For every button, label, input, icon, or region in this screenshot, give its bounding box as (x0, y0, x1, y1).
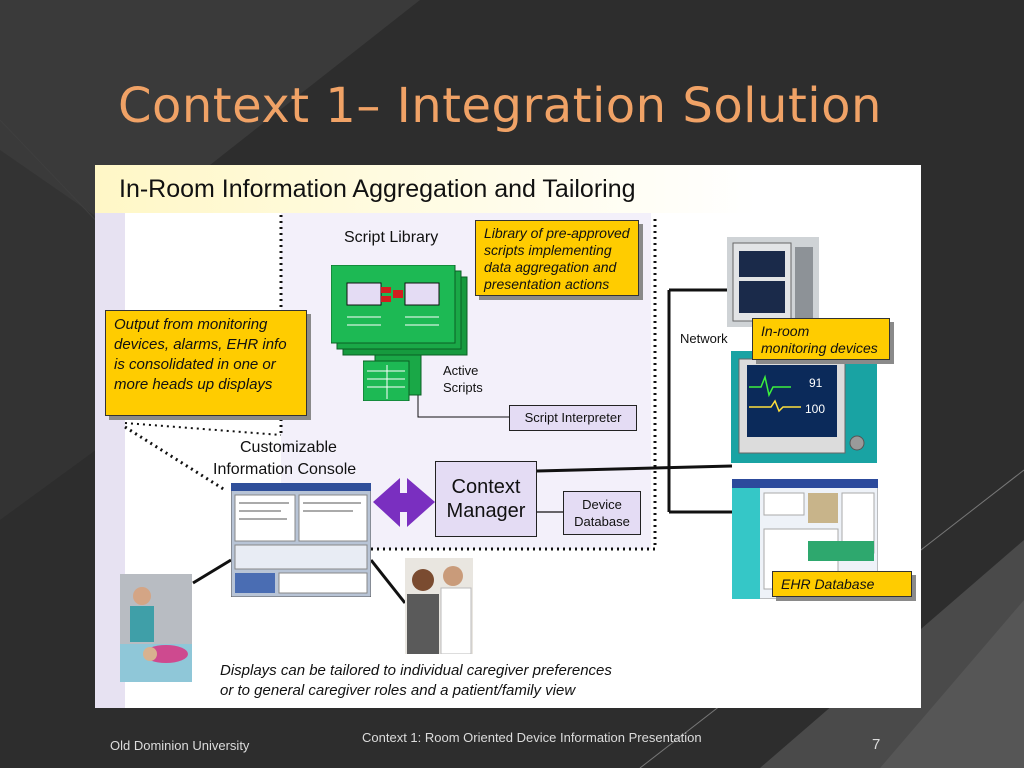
manager-to-network (536, 464, 733, 473)
diagram-title: In-Room Information Aggregation and Tail… (119, 175, 636, 203)
device-database-box: Device Database (563, 491, 641, 535)
context-manager-box: Context Manager (435, 461, 537, 537)
note-pointer-left (124, 425, 226, 492)
monitor-readout-2: 100 (805, 402, 825, 416)
bidirectional-arrow (373, 478, 435, 527)
context-manager-label-2: Manager (446, 500, 526, 522)
monitoring-note-line-2: monitoring devices (761, 340, 878, 356)
boundary-right-dotted (281, 215, 657, 551)
active-scripts-label-1: Active (443, 363, 479, 378)
monitoring-note-line-1: In-room (761, 323, 810, 339)
console-to-nurse-line (192, 558, 232, 585)
console-screenshot (231, 483, 371, 597)
active-scripts-label-2: Scripts (443, 380, 483, 395)
context-manager-label-1: Context (451, 476, 521, 498)
displays-caption-1: Displays can be tailored to individual c… (220, 662, 612, 679)
monitor-readout-1: 91 (809, 376, 823, 390)
patient-monitor-photo: 91 100 (731, 351, 877, 463)
displays-caption-2: or to general caregiver roles and a pati… (220, 682, 576, 699)
footer-university: Old Dominion University (110, 738, 250, 753)
script-library-label: Script Library (344, 229, 439, 246)
footer-slide-subject: Context 1: Room Oriented Device Informat… (362, 730, 702, 745)
monitor-device-photo (727, 237, 819, 327)
monitoring-note: In-room monitoring devices (752, 318, 890, 360)
script-interpreter-label: Script Interpreter (524, 410, 622, 425)
page-number: 7 (872, 736, 881, 753)
device-database-label-2: Database (574, 514, 630, 529)
diagram-connectors (124, 215, 733, 604)
diagram-header-band (95, 165, 921, 213)
library-to-interpreter-line (417, 390, 509, 418)
script-library-icon (331, 265, 468, 356)
console-to-doctor-line (369, 559, 407, 604)
library-note: Library of pre-approved scripts implemen… (475, 220, 639, 296)
diagram-figure: In-Room Information Aggregation and Tail… (95, 165, 921, 708)
output-note: Output from monitoring devices, alarms, … (105, 310, 307, 416)
nurse-patient-photo (120, 574, 192, 682)
boundary-top-dotted (124, 422, 282, 436)
slide-title: Context 1– Integration Solution (118, 78, 882, 134)
doctor-patient-photo (405, 558, 473, 654)
console-label-1: Customizable (240, 439, 337, 456)
network-label: Network (680, 331, 728, 346)
console-label-2: Information Console (213, 461, 357, 478)
active-scripts-icon (363, 355, 422, 401)
ehr-note: EHR Database (772, 571, 912, 597)
device-database-label-1: Device (582, 497, 622, 512)
script-interpreter-box: Script Interpreter (509, 405, 637, 431)
